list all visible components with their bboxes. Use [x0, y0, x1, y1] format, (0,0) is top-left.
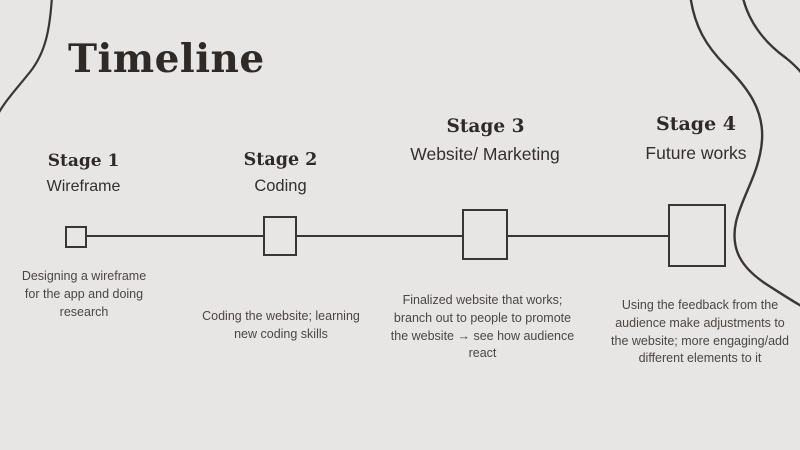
timeline-connector-3-4: [508, 235, 668, 237]
page-title: Timeline: [68, 36, 265, 82]
top-left-curve-icon: [0, 0, 53, 113]
stage-3-subtitle: Website/ Marketing: [410, 144, 560, 164]
timeline-connector-1-2: [87, 235, 263, 237]
top-right-outer-curve-icon: [742, 0, 800, 74]
stage-1-heading: Stage 1: [47, 151, 120, 171]
stage-2-node-square[interactable]: [263, 216, 297, 256]
stage-2-description: Coding the website; learning new coding …: [202, 309, 360, 341]
stage-3-node-square[interactable]: [462, 209, 508, 260]
stage-3-heading: Stage 3: [446, 116, 525, 137]
stage-4-subtitle: Future works: [645, 143, 747, 163]
stage-4-node-square[interactable]: [668, 204, 726, 267]
stage-4-description: Using the feedback from the audience mak…: [611, 298, 789, 366]
stage-4-heading: Stage 4: [655, 113, 737, 135]
stage-2-heading: Stage 2: [243, 150, 318, 170]
stage-2-subtitle: Coding: [254, 177, 307, 195]
stage-3-description: Finalized website that works; branch out…: [390, 293, 575, 361]
stage-1-description: Designing a wireframe for the app and do…: [21, 269, 147, 319]
stage-1-subtitle: Wireframe: [46, 178, 121, 195]
timeline-connector-2-3: [297, 235, 462, 237]
stage-1-node-square[interactable]: [65, 226, 87, 248]
